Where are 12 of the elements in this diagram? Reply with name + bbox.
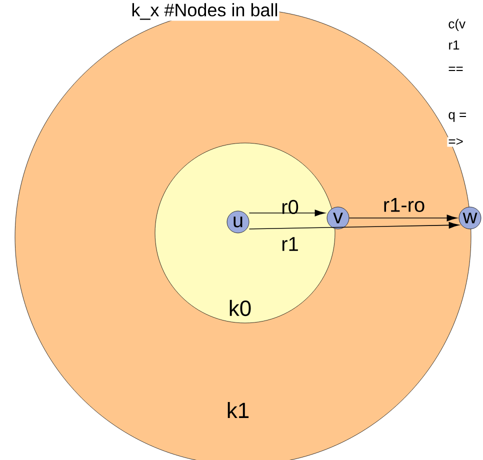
- arrow: [348, 214, 458, 222]
- note-text: r1: [447, 40, 461, 50]
- edge-label: r1-ro: [384, 198, 424, 212]
- edge-label: r0: [282, 200, 298, 214]
- edge-label: r1: [282, 237, 298, 251]
- arrow: [248, 222, 460, 230]
- arrow: [248, 210, 326, 216]
- note-text: =>: [447, 137, 464, 147]
- title: k_x #Nodes in ball: [130, 2, 280, 21]
- note-text: ==: [447, 66, 464, 74]
- note-text: c(v: [447, 18, 467, 32]
- note-text: q =: [447, 111, 468, 123]
